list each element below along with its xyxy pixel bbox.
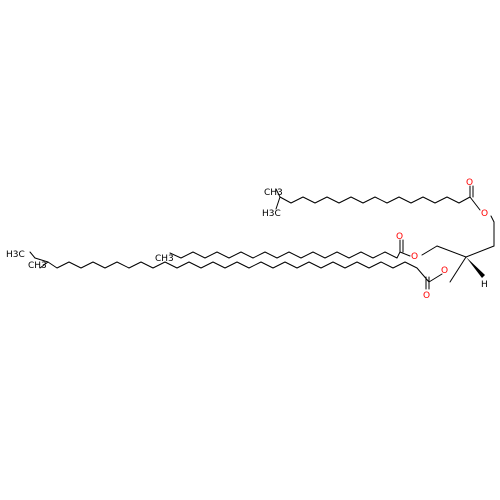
middle-o-glycerol-bond [421, 245, 438, 256]
bottom-methyl-bond [39, 261, 49, 269]
top-acyl-chain [275, 185, 495, 258]
top-ester-bond [469, 196, 481, 211]
bottom-chain-bonds [47, 261, 430, 283]
stereo-hydrogen-label: H [481, 280, 488, 290]
bottom-ester-bond [428, 273, 443, 283]
methyl-label-bottom: CH3 [28, 261, 47, 271]
top-branch-bond-a [275, 188, 281, 198]
middle-ester-bond [399, 251, 411, 257]
middle-acyl-chain [169, 239, 467, 259]
glycerol-c1c2-bond [465, 245, 495, 258]
ester-oxygen-top: O [481, 209, 488, 219]
glycerol-c2-o-bond [449, 256, 467, 283]
top-o-glycerol-bond [490, 215, 495, 223]
methyl-label-top-a: CH3 [264, 188, 283, 198]
stereo-wedge-bond [466, 257, 485, 278]
methyl-label-middle: CH3 [155, 254, 174, 264]
middle-chain-bonds [169, 251, 401, 259]
ester-oxygen-bottom: O [441, 266, 448, 276]
bottom-acyl-chain [29, 251, 443, 290]
glycerol-c3c2-bond [436, 245, 467, 258]
carbonyl-oxygen-top: O [466, 178, 473, 188]
carbonyl-oxygen-middle: O [396, 232, 403, 242]
carbonyl-oxygen-bottom: O [423, 291, 430, 301]
ethyl-label-bottom: H3C [6, 250, 25, 260]
top-chain-bonds [279, 196, 471, 204]
top-branch-bond-b [275, 196, 281, 210]
bottom-ethyl-bond-1 [34, 257, 49, 263]
bottom-ethyl-bond-2 [29, 251, 36, 259]
methyl-label-top-b: H3C [262, 209, 281, 219]
ester-oxygen-middle: O [411, 252, 418, 262]
